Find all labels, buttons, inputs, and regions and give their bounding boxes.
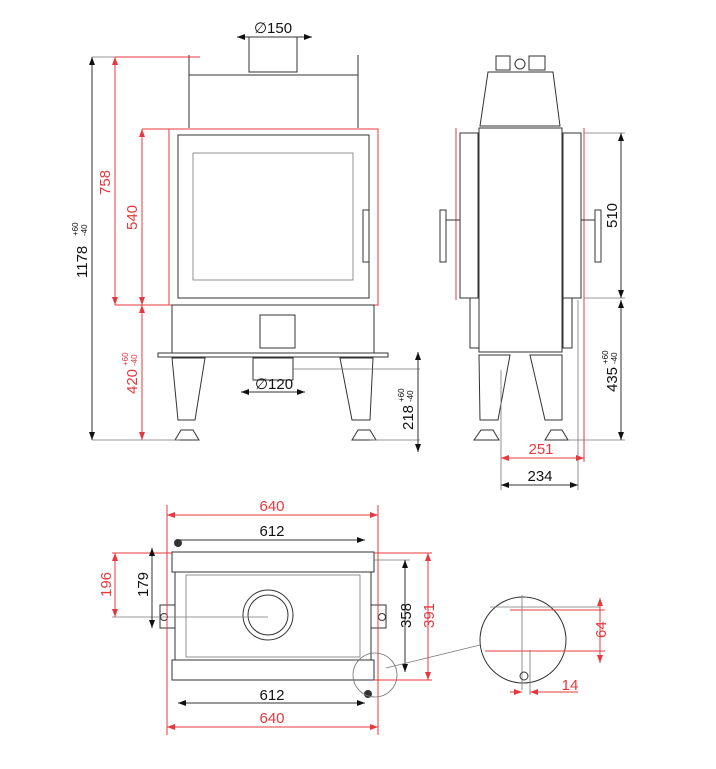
side-depth-red: 251 [528,441,553,458]
tolerance-plus: +60 [71,222,80,236]
tolerance-plus: +60 [121,352,130,366]
side-depth: 234 [527,468,552,485]
inlet-height: 218 [400,405,417,430]
door-height: 540 [124,205,141,230]
base-height: 420 [124,369,141,394]
tolerance-minus: -40 [130,354,139,366]
side-handle-left [439,209,447,263]
glass [192,152,354,281]
frame-height: 758 [97,170,114,195]
top-depth: 358 [398,603,415,628]
width-inner-bottom: 612 [259,687,284,704]
bottom-rail [171,659,375,681]
width-inner-top: 612 [259,523,284,540]
hood [479,71,561,127]
control-box [259,314,296,349]
offset: 179 [135,572,152,597]
top-rail [171,551,375,573]
total-height: 1178 [74,246,91,278]
flue-collar [248,36,298,73]
flue-ring [242,589,294,641]
side-view: 510 435 +60-40 251 234 [439,55,625,490]
tolerance-minus: -40 [80,224,89,236]
tolerance-minus: -40 [406,390,415,402]
detail-view: 64 14 [479,595,610,695]
left-leg [171,357,206,421]
top-view: 640 612 612 640 196 179 358 391 [98,498,481,735]
flue-bottom-diameter: ∅120 [255,376,293,393]
tolerance-plus: +60 [397,388,406,402]
detail-marker [352,652,398,698]
side-door-height: 510 [604,203,621,228]
front-view: ∅150 ∅120 1178 +60-40 758 540 420 +60-40… [71,20,421,452]
top-depth-red: 391 [421,603,438,628]
tolerance-minus: -40 [610,352,619,364]
door [177,134,370,299]
side-base-height: 435 [604,367,621,392]
flue-top-diameter: ∅150 [254,20,292,37]
right-leg [339,357,374,421]
width-outer-top: 640 [259,498,284,515]
door-handle [362,209,370,263]
side-body [478,127,563,353]
base-body [171,304,375,354]
offset-red: 196 [98,572,115,597]
side-handle-right [594,209,602,263]
width-outer-bottom: 640 [259,710,284,727]
detail-gap: 14 [562,677,579,694]
detail-height: 64 [593,621,610,638]
frame-outline [168,128,379,306]
tolerance-plus: +60 [601,350,610,364]
